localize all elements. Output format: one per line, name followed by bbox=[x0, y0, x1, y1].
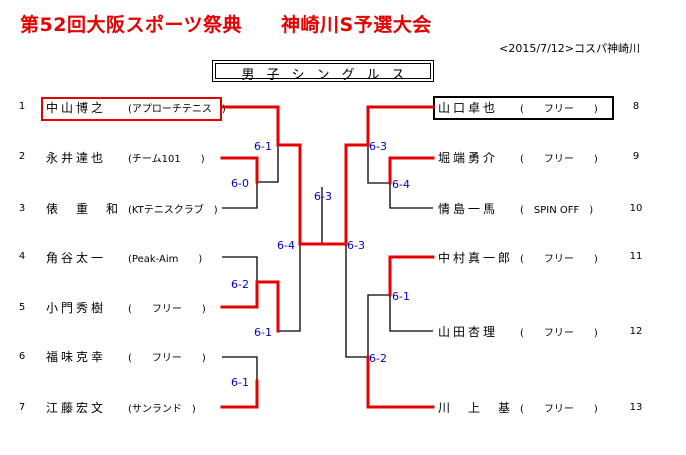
player-club: ( フリー ) bbox=[128, 353, 206, 364]
player-entry: 情島一馬 ( SPIN OFF ) bbox=[438, 199, 593, 219]
seed-number: 13 bbox=[629, 402, 643, 413]
bracket-line-winner bbox=[366, 355, 435, 409]
player-name: 俵 重 和 bbox=[46, 202, 122, 216]
bracket-line-loser bbox=[222, 356, 258, 381]
seed-number: 5 bbox=[18, 302, 26, 313]
bracket-line-loser bbox=[345, 244, 368, 358]
seed-number: 4 bbox=[18, 251, 26, 262]
match-score: 6-1 bbox=[254, 326, 272, 339]
player-club: ( フリー ) bbox=[520, 104, 598, 115]
player-name: 山口卓也 bbox=[438, 101, 499, 115]
match-scores: 6-0 6-2 6-1 6-1 6-1 6-4 6-3 6-3 6-3 6-4 … bbox=[231, 140, 410, 389]
match-score: 6-2 bbox=[369, 352, 387, 365]
bracket-line-winner bbox=[220, 379, 259, 409]
tournament-date-venue: <2015/7/12>コスパ神崎川 bbox=[499, 42, 640, 55]
player-name: 中村真一郎 bbox=[438, 251, 514, 265]
player-name: 中山博之 bbox=[46, 101, 107, 115]
player-entry: 山田杏理 ( フリー ) bbox=[438, 322, 598, 342]
seed-number: 7 bbox=[18, 402, 26, 413]
bracket-line-winner bbox=[366, 105, 435, 147]
player-name: 角谷太一 bbox=[46, 251, 107, 265]
player-entry: 堀端勇介 ( フリー ) bbox=[438, 148, 598, 168]
player-name: 小門秀樹 bbox=[46, 301, 107, 315]
bracket-line-winner bbox=[388, 156, 435, 185]
player-club: ( フリー ) bbox=[520, 404, 598, 415]
player-entry: 江藤宏文 (サンランド ) bbox=[46, 398, 196, 418]
player-club: ( フリー ) bbox=[520, 254, 598, 265]
bracket-line-winner bbox=[220, 105, 280, 147]
bracket-line-loser bbox=[257, 145, 279, 183]
player-entry: 中山博之 (アプローチテニス ) bbox=[46, 98, 226, 118]
player-entry: 永井達也 (チーム101 ) bbox=[46, 148, 205, 168]
seed-number: 3 bbox=[18, 203, 26, 214]
player-entry: 山口卓也 ( フリー ) bbox=[438, 98, 598, 118]
match-score: 6-3 bbox=[369, 140, 387, 153]
seed-number: 8 bbox=[632, 101, 640, 112]
match-score: 6-1 bbox=[254, 140, 272, 153]
seed-number: 10 bbox=[629, 203, 643, 214]
player-name: 福味克幸 bbox=[46, 350, 107, 364]
event-title-box: 男子シングルス bbox=[212, 60, 434, 83]
bracket-line-loser bbox=[367, 145, 390, 184]
bracket-line-loser bbox=[222, 182, 258, 209]
seed-number: 9 bbox=[632, 151, 640, 162]
player-name: 江藤宏文 bbox=[46, 401, 107, 415]
player-club: ( フリー ) bbox=[128, 304, 206, 315]
player-name: 情島一馬 bbox=[438, 202, 499, 216]
bracket-line-winner bbox=[388, 255, 435, 297]
match-score: 6-0 bbox=[231, 177, 249, 190]
player-entry: 俵 重 和 (KTテニスクラブ ) bbox=[46, 199, 218, 219]
bracket-line-winner bbox=[220, 280, 259, 309]
match-score: 6-3 bbox=[314, 190, 332, 203]
match-score: 6-1 bbox=[392, 290, 410, 303]
player-club: (KTテニスクラブ ) bbox=[128, 205, 218, 216]
player-entry: 福味克幸 ( フリー ) bbox=[46, 347, 206, 367]
player-entry: 川 上 基 ( フリー ) bbox=[438, 398, 598, 418]
player-name: 川 上 基 bbox=[438, 401, 514, 415]
bracket-line-winner bbox=[276, 143, 302, 246]
match-score: 6-4 bbox=[392, 178, 410, 191]
player-name: 堀端勇介 bbox=[438, 151, 499, 165]
player-name: 山田杏理 bbox=[438, 325, 499, 339]
player-club: ( フリー ) bbox=[520, 154, 598, 165]
seed-number: 12 bbox=[629, 326, 643, 337]
player-club: (チーム101 ) bbox=[128, 154, 205, 165]
player-club: (Peak-Aim ) bbox=[128, 254, 203, 265]
player-entry: 小門秀樹 ( フリー ) bbox=[46, 298, 206, 318]
seed-number: 6 bbox=[18, 351, 26, 362]
seed-number: 1 bbox=[18, 101, 26, 112]
player-club: (サンランド ) bbox=[128, 404, 196, 415]
bracket-line-winner bbox=[220, 156, 259, 184]
seed-number: 2 bbox=[18, 151, 26, 162]
player-entry: 中村真一郎 ( フリー ) bbox=[438, 248, 598, 268]
player-name: 永井達也 bbox=[46, 151, 107, 165]
bracket-winner-lines bbox=[220, 105, 435, 409]
match-score: 6-2 bbox=[231, 278, 249, 291]
winner-highlight bbox=[41, 97, 222, 121]
player-club: ( フリー ) bbox=[520, 328, 598, 339]
bracket-line-loser bbox=[389, 295, 433, 332]
match-score: 6-4 bbox=[277, 239, 295, 252]
seed-number: 11 bbox=[629, 251, 643, 262]
bracket-line-loser bbox=[367, 294, 390, 357]
player-club: ( SPIN OFF ) bbox=[520, 205, 594, 216]
page-title: 第52回大阪スポーツ祭典 神崎川S予選大会 bbox=[20, 14, 432, 36]
bracket-line-winner bbox=[255, 280, 280, 333]
match-score: 6-1 bbox=[231, 376, 249, 389]
bracket-line-loser bbox=[222, 256, 258, 282]
bracket-line-loser bbox=[278, 244, 301, 332]
player-entry: 角谷太一 (Peak-Aim ) bbox=[46, 248, 202, 268]
bracket-line-loser bbox=[389, 183, 433, 209]
player-club: (アプローチテニス ) bbox=[128, 104, 226, 115]
bracket-line-winner bbox=[344, 143, 370, 246]
match-score: 6-3 bbox=[347, 239, 365, 252]
